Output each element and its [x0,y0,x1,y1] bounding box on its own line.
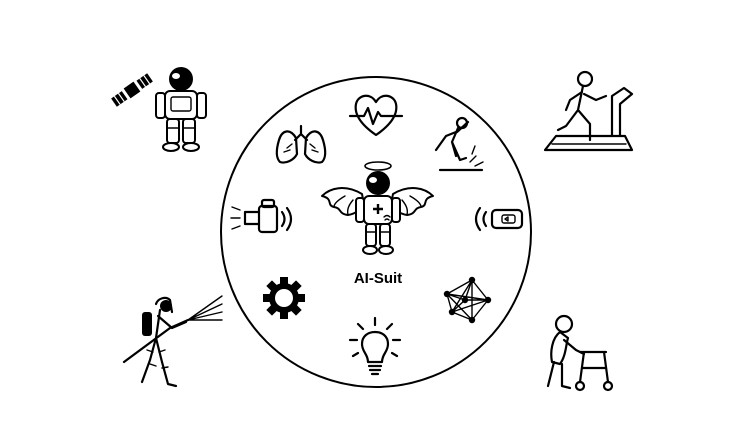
angel-astronaut-icon [321,161,434,255]
lungs-icon [275,124,327,164]
firefighter-hose-icon [122,295,223,388]
center-label: AI-Suit [354,270,402,287]
network-icon [443,276,492,324]
radio-tag-icon [474,206,524,232]
heart-rate-icon [348,94,404,137]
astronaut-satellite-icon [111,67,207,152]
gear-icon [263,277,305,319]
lightbulb-icon [348,316,402,376]
falling-person-icon [434,116,484,172]
camera-icon [230,198,293,234]
elderly-walker-icon [546,314,614,392]
treadmill-runner-icon [543,70,634,152]
central-circle [220,76,532,388]
